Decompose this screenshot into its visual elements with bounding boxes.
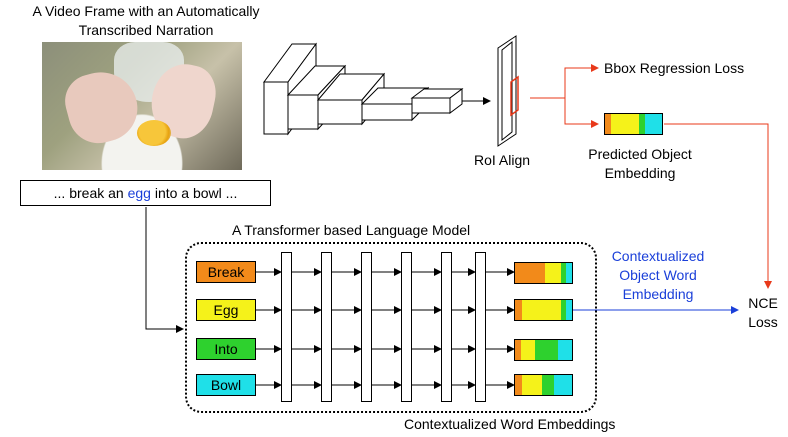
embedding-segment: [515, 300, 522, 320]
red-arrows: [530, 64, 772, 289]
embedding-segment: [520, 340, 535, 360]
embedding-segment: [534, 340, 558, 360]
contextualized-object-word-embedding-label: Contextualized Object Word Embedding: [588, 247, 728, 304]
word-label-into: Into: [214, 341, 238, 357]
embedding-segment: [515, 340, 521, 360]
word-box-egg: Egg: [196, 299, 256, 321]
embedding-bar-break: [514, 262, 573, 284]
contextualized-obj-line2: Object Word: [619, 267, 697, 283]
transformer-layer-6: [475, 252, 486, 402]
embedding-segment: [515, 375, 522, 395]
contextualized-obj-line1: Contextualized: [611, 248, 705, 264]
word-box-break: Break: [196, 261, 256, 283]
embedding-segment: [544, 263, 561, 283]
video-frame-title-line2: Transcribed Narration: [78, 22, 214, 38]
contextualized-word-embeddings-label: Contextualized Word Embeddings: [404, 416, 616, 432]
sentence-highlight-egg: egg: [127, 185, 151, 201]
transformer-layer-2: [321, 252, 332, 402]
embedding-bar-into: [514, 339, 573, 361]
predicted-line2: Embedding: [604, 165, 676, 181]
word-label-egg: Egg: [213, 302, 239, 318]
embedding-segment: [566, 300, 572, 320]
contextualized-obj-line3: Embedding: [622, 286, 694, 302]
embedding-segment: [553, 375, 572, 395]
embedding-segment: [605, 114, 611, 134]
transformer-layer-5: [441, 252, 452, 402]
embedding-bar-egg: [514, 299, 573, 321]
embedding-segment: [557, 340, 572, 360]
embedding-segment: [515, 263, 545, 283]
embedding-segment: [644, 114, 662, 134]
sentence-to-lm-arrow: [145, 207, 184, 333]
video-frame-title: A Video Frame with an Automatically Tran…: [0, 2, 292, 40]
predicted-object-embedding-label: Predicted Object Embedding: [560, 145, 720, 183]
transformer-layer-1: [281, 252, 292, 402]
video-frame-image: [42, 42, 242, 170]
embedding-segment: [610, 114, 640, 134]
nce-line2: Loss: [748, 314, 778, 330]
bbox-regression-loss-label: Bbox Regression Loss: [604, 60, 745, 76]
predicted-object-embedding-bar: [604, 113, 663, 135]
narration-sentence: ... break an egg into a bowl ...: [20, 180, 271, 206]
egg-yolk-shape: [137, 120, 171, 146]
transformer-layer-3: [361, 252, 372, 402]
word-label-break: Break: [207, 264, 245, 280]
embedding-segment: [521, 375, 543, 395]
lm-arrows: [256, 268, 515, 389]
word-box-bowl: Bowl: [196, 374, 256, 396]
embedding-segment: [542, 375, 554, 395]
embedding-segment: [639, 114, 645, 134]
roi-align-label: RoI Align: [474, 152, 531, 168]
word-box-into: Into: [196, 338, 256, 360]
embedding-segment: [560, 300, 567, 320]
cnn-backbone: [263, 42, 464, 136]
sentence-prefix: ... break an: [53, 185, 128, 201]
embedding-segment: [521, 300, 561, 320]
language-model-box: [185, 242, 597, 413]
nce-loss-label: NCE Loss: [738, 294, 788, 332]
transformer-title: A Transformer based Language Model: [232, 222, 471, 238]
embedding-segment: [560, 263, 567, 283]
nce-line1: NCE: [748, 295, 778, 311]
video-frame-title-line1: A Video Frame with an Automatically: [32, 3, 260, 19]
word-label-bowl: Bowl: [210, 377, 242, 393]
transformer-layer-4: [401, 252, 412, 402]
roi-align-plane: [497, 35, 519, 147]
sentence-suffix: into a bowl ...: [150, 185, 238, 201]
predicted-line1: Predicted Object: [588, 146, 692, 162]
embedding-segment: [566, 263, 572, 283]
embedding-bar-bowl: [514, 374, 573, 396]
